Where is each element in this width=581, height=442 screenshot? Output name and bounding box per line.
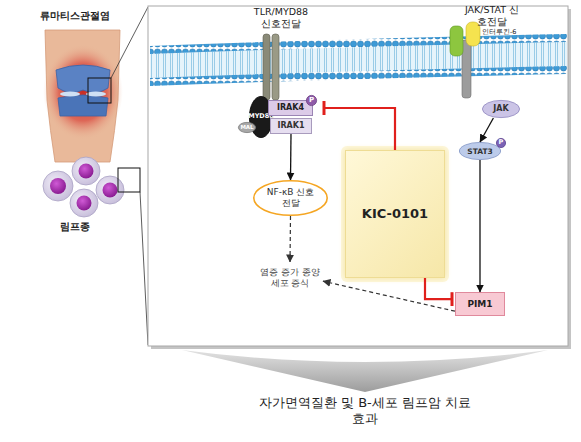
node-text: IRAK4 bbox=[277, 103, 304, 113]
node-ellipse bbox=[306, 95, 316, 105]
drug-glow bbox=[341, 146, 449, 282]
pathway-label: JAK/STAT 신호전달 bbox=[462, 4, 522, 28]
il6-receptor-arm bbox=[450, 26, 463, 56]
adaptor-oval: MAL bbox=[238, 122, 256, 133]
lymphoma-cell bbox=[43, 171, 73, 201]
signal-arrow bbox=[480, 118, 493, 142]
phosphate-circle: P bbox=[496, 138, 506, 148]
lymphoma-cell bbox=[72, 157, 100, 185]
meniscus bbox=[86, 92, 106, 97]
node-text: NF-κB 신호전달 bbox=[265, 187, 317, 209]
signal-arrow bbox=[290, 134, 292, 180]
disease-label: 류마티스관절염 bbox=[20, 10, 130, 23]
cell-nucleus bbox=[103, 183, 118, 198]
tlr-receptor bbox=[263, 34, 270, 100]
inflamed-area bbox=[43, 44, 123, 140]
node-ellipse bbox=[238, 122, 255, 132]
zoom-square bbox=[118, 168, 140, 192]
kinase-box: PIM1 bbox=[455, 292, 505, 316]
protein-box: IRAK4 bbox=[268, 100, 313, 116]
inhibition-line bbox=[324, 108, 395, 150]
node-ellipse bbox=[496, 138, 505, 147]
inhibition-line bbox=[425, 278, 452, 299]
zoom-panel bbox=[148, 6, 568, 346]
outcome-text: 염증 증가 종양세포 증식 bbox=[257, 262, 323, 294]
pathway-label: TLR/MYD88 신호전달 bbox=[248, 6, 314, 30]
node-text: P bbox=[309, 96, 314, 104]
pathway-ellipse: NF-κB 신호전달 bbox=[253, 180, 328, 216]
node-ellipse bbox=[482, 100, 519, 117]
node-text: MAL bbox=[240, 124, 253, 131]
node-text: IRAK1 bbox=[277, 121, 304, 131]
meniscus bbox=[60, 92, 80, 97]
drug-box: KIC-0101 bbox=[345, 150, 445, 278]
cytokine-label: 인터루킨-6 bbox=[482, 28, 532, 36]
node-text: 염증 증가 종양세포 증식 bbox=[257, 267, 323, 289]
result-arrow bbox=[182, 350, 548, 392]
node-text: P bbox=[499, 139, 504, 147]
il6-receptor bbox=[462, 40, 471, 98]
lymphoma-cell bbox=[70, 189, 98, 217]
tlr-receptor bbox=[272, 34, 279, 100]
cell-nucleus bbox=[79, 164, 94, 179]
node-ellipse bbox=[254, 181, 327, 215]
dashed-arrow bbox=[289, 216, 291, 262]
dashed-arrow bbox=[323, 281, 455, 311]
protein-box: IRAK1 bbox=[270, 118, 312, 134]
zoom-square bbox=[88, 78, 111, 103]
lymphoma-cell bbox=[96, 176, 124, 204]
result-caption: 자가면역질환 및 B-세포 림프암 치료효과 bbox=[255, 395, 475, 428]
node-text: PIM1 bbox=[467, 299, 492, 310]
transcription-oval: STAT3 bbox=[459, 142, 501, 160]
zoom-line bbox=[140, 192, 148, 345]
membrane-inner-layer bbox=[150, 66, 567, 86]
signal-arrow bbox=[479, 160, 480, 292]
node-text: STAT3 bbox=[467, 147, 493, 156]
node-ellipse bbox=[459, 142, 500, 159]
femur-bone bbox=[56, 65, 110, 93]
disease-label: 림프종 bbox=[20, 221, 130, 234]
zoom-line bbox=[111, 7, 148, 78]
cell-nucleus bbox=[50, 178, 66, 194]
cell-nucleus bbox=[77, 196, 92, 211]
node-text: KIC-0101 bbox=[362, 206, 428, 222]
kinase-oval: JAK bbox=[482, 100, 520, 118]
membrane-outer-layer bbox=[150, 34, 567, 54]
node-text: JAK bbox=[493, 104, 508, 114]
tibia-bone bbox=[58, 95, 108, 116]
phosphate-circle: P bbox=[306, 95, 317, 106]
